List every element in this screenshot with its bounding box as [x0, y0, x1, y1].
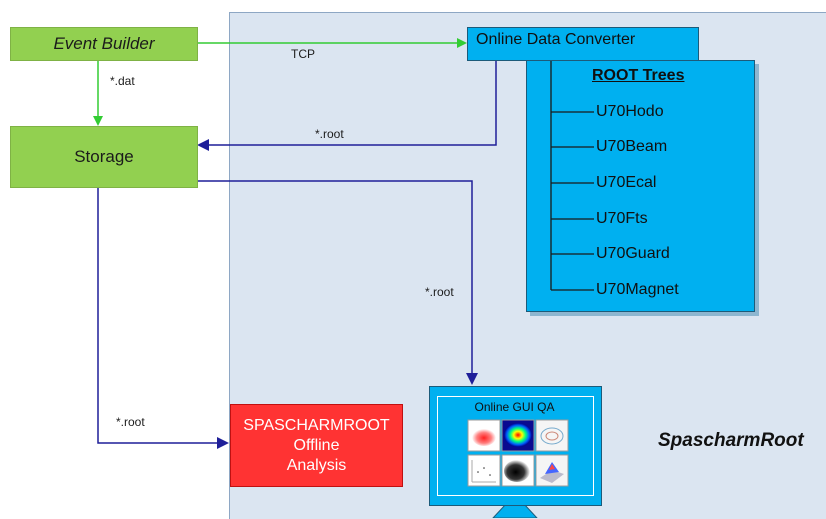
- offline-line-1: SPASCHARMROOT: [243, 416, 390, 434]
- offline-analysis-box: SPASCHARMROOT Offline Analysis: [230, 404, 403, 487]
- surface-3d-icon: [535, 454, 569, 487]
- spascharmroot-label: SpascharmRoot: [658, 430, 804, 451]
- scatter-plot-icon: [467, 454, 501, 487]
- tree-item-u70ecal: U70Ecal: [596, 174, 657, 191]
- converter-label: Online Data Converter: [476, 31, 636, 48]
- offline-line-3: Analysis: [286, 456, 347, 474]
- tree-item-u70hodo: U70Hodo: [596, 103, 664, 120]
- event-builder-label: Event Builder: [53, 34, 155, 53]
- density-plot-icon: [501, 454, 535, 487]
- root-trees-panel: [526, 60, 755, 312]
- dat-label: *.dat: [110, 74, 135, 88]
- offline-line-2: Offline: [293, 436, 340, 454]
- storage-to-offline-arrow: [97, 186, 229, 449]
- contour-icon: [535, 419, 569, 452]
- online-data-converter-box: Online Data Converter: [467, 27, 699, 61]
- event-builder-box: Event Builder: [10, 27, 198, 61]
- online-gui-qa-title: Online GUI QA: [474, 400, 555, 414]
- storage-label: Storage: [74, 147, 134, 166]
- tree-item-u70guard: U70Guard: [596, 245, 670, 262]
- storage-to-gui-arrow: [196, 180, 478, 385]
- root-trees-title: ROOT Trees: [592, 67, 685, 84]
- tree-item-u70fts: U70Fts: [596, 210, 648, 227]
- tree-item-u70beam: U70Beam: [596, 138, 668, 155]
- tree-item-u70magnet: U70Magnet: [596, 281, 679, 298]
- tcp-label: TCP: [291, 47, 315, 61]
- offline-root-label: *.root: [116, 415, 145, 429]
- storage-box: Storage: [10, 126, 198, 188]
- heatmap-icon: [501, 419, 535, 452]
- converter-to-storage-arrow: [197, 61, 497, 151]
- gui-root-label: *.root: [425, 285, 454, 299]
- red-histogram-icon: [467, 419, 501, 452]
- converter-root-label: *.root: [315, 127, 344, 141]
